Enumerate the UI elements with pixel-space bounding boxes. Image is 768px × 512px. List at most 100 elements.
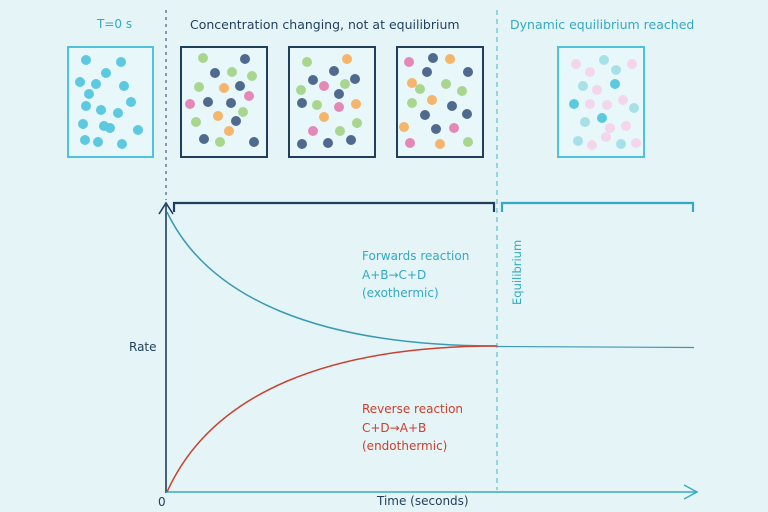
particle-c1-10 xyxy=(226,98,236,108)
particle-c1-4 xyxy=(194,82,204,92)
forward-reaction-equation: A+B→C+D xyxy=(362,268,427,282)
particle-c2-15 xyxy=(297,139,307,149)
particle-c1-9 xyxy=(203,97,213,107)
y-axis-arrowhead xyxy=(158,201,174,215)
equilibrium-rate-line xyxy=(496,345,695,349)
particle-t0-1 xyxy=(116,57,126,67)
particle-c2-18 xyxy=(296,85,306,95)
particle-eq-17 xyxy=(587,140,597,150)
equilibrium-label: Equilibrium xyxy=(510,239,524,305)
particle-c2-6 xyxy=(334,89,344,99)
particle-eq-15 xyxy=(621,121,631,131)
particle-c3-1 xyxy=(428,53,438,63)
particle-t0-7 xyxy=(126,97,136,107)
particle-c3-8 xyxy=(427,95,437,105)
particle-c3-18 xyxy=(463,137,473,147)
bracket-equilibrium xyxy=(500,201,695,212)
particle-t0-10 xyxy=(113,108,123,118)
particle-eq-14 xyxy=(597,113,607,123)
particle-c2-5 xyxy=(350,74,360,84)
particle-c1-11 xyxy=(244,91,254,101)
reverse-reaction-curve xyxy=(166,345,498,493)
particle-c1-6 xyxy=(235,81,245,91)
particle-c2-13 xyxy=(308,126,318,136)
particle-c1-1 xyxy=(240,54,250,64)
particle-c1-8 xyxy=(185,99,195,109)
particle-c2-7 xyxy=(297,98,307,108)
particle-c3-6 xyxy=(441,79,451,89)
particle-c3-19 xyxy=(415,84,425,94)
particle-t0-17 xyxy=(117,139,127,149)
particle-eq-20 xyxy=(631,138,641,148)
particle-c2-1 xyxy=(342,54,352,64)
particle-c1-17 xyxy=(215,137,225,147)
bracket-changing xyxy=(172,201,496,212)
particle-c2-19 xyxy=(340,79,350,89)
particle-c3-15 xyxy=(449,123,459,133)
particle-c1-5 xyxy=(219,83,229,93)
particle-c1-18 xyxy=(249,137,259,147)
particle-t0-5 xyxy=(119,81,129,91)
particle-t0-11 xyxy=(78,119,88,129)
reverse-reaction-type: (endothermic) xyxy=(362,439,448,453)
particle-t0-13 xyxy=(133,125,143,135)
particle-c1-13 xyxy=(191,117,201,127)
particle-c1-3 xyxy=(227,67,237,77)
particle-t0-14 xyxy=(105,123,115,133)
particle-c3-12 xyxy=(462,109,472,119)
particle-t0-15 xyxy=(80,135,90,145)
particle-c3-0 xyxy=(404,57,414,67)
particle-c3-7 xyxy=(457,86,467,96)
particle-c2-3 xyxy=(319,81,329,91)
particle-eq-16 xyxy=(573,136,583,146)
particle-c2-0 xyxy=(302,57,312,67)
y-axis-label: Rate xyxy=(129,340,157,354)
particle-c1-19 xyxy=(238,107,248,117)
header-changing: Concentration changing, not at equilibri… xyxy=(190,17,460,32)
particle-c1-14 xyxy=(231,116,241,126)
header-t0: T=0 s xyxy=(97,17,133,31)
particle-c3-13 xyxy=(399,122,409,132)
x-axis-label: Time (seconds) xyxy=(377,494,469,508)
particle-c3-2 xyxy=(445,54,455,64)
forward-reaction-name: Forwards reaction xyxy=(362,249,470,263)
particle-eq-10 xyxy=(585,99,595,109)
particle-eq-2 xyxy=(585,67,595,77)
particle-c2-8 xyxy=(312,100,322,110)
particle-t0-6 xyxy=(84,89,94,99)
particle-eq-0 xyxy=(599,55,609,65)
origin-label: 0 xyxy=(158,495,166,509)
particle-c3-9 xyxy=(407,98,417,108)
particle-eq-1 xyxy=(571,59,581,69)
particle-eq-12 xyxy=(629,103,639,113)
particle-c1-7 xyxy=(247,71,257,81)
particle-c1-2 xyxy=(210,68,220,78)
particle-c2-17 xyxy=(346,135,356,145)
particle-c3-10 xyxy=(447,101,457,111)
particle-c3-5 xyxy=(407,78,417,88)
particle-c3-14 xyxy=(431,124,441,134)
particle-eq-8 xyxy=(618,95,628,105)
x-axis-arrowhead xyxy=(683,484,699,500)
particle-t0-9 xyxy=(96,105,106,115)
forward-reaction-curve xyxy=(166,211,498,347)
particle-c3-4 xyxy=(463,67,473,77)
particle-t0-0 xyxy=(81,55,91,65)
particle-eq-13 xyxy=(580,117,590,127)
particle-t0-2 xyxy=(101,68,111,78)
forward-reaction-type: (exothermic) xyxy=(362,286,439,300)
particle-t0-8 xyxy=(81,101,91,111)
particle-eq-11 xyxy=(602,100,612,110)
particle-c1-0 xyxy=(198,53,208,63)
particle-eq-18 xyxy=(601,132,611,142)
header-equilibrium: Dynamic equilibrium reached xyxy=(510,17,695,32)
reverse-reaction-equation: C+D→A+B xyxy=(362,421,427,435)
particle-c2-14 xyxy=(335,126,345,136)
particle-c3-11 xyxy=(420,110,430,120)
particle-c3-17 xyxy=(435,139,445,149)
particle-c2-9 xyxy=(334,102,344,112)
particle-eq-5 xyxy=(578,81,588,91)
particle-c2-11 xyxy=(319,112,329,122)
particle-c3-16 xyxy=(405,138,415,148)
